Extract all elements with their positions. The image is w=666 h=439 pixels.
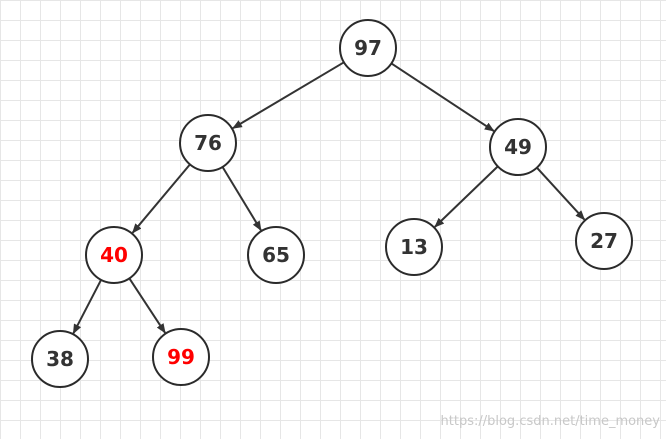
node-label: 13 bbox=[400, 235, 428, 259]
edge-arrow-97-to-76 bbox=[232, 61, 345, 130]
node-label: 40 bbox=[100, 243, 128, 267]
node-label: 27 bbox=[590, 229, 618, 253]
tree-node-97: 97 bbox=[339, 19, 397, 77]
node-label: 76 bbox=[194, 131, 222, 155]
tree-node-99: 99 bbox=[152, 328, 210, 386]
edges-layer bbox=[72, 61, 586, 335]
node-circle bbox=[489, 118, 547, 176]
node-label: 38 bbox=[46, 347, 74, 371]
node-circle bbox=[247, 226, 305, 284]
watermark-text: https://blog.csdn.net/time_money bbox=[440, 414, 660, 429]
tree-node-49: 49 bbox=[489, 118, 547, 176]
tree-node-38: 38 bbox=[31, 330, 89, 388]
tree-node-40: 40 bbox=[85, 226, 143, 284]
edge-arrow-40-to-99 bbox=[128, 277, 166, 334]
tree-node-27: 27 bbox=[575, 212, 633, 270]
node-label: 99 bbox=[167, 345, 195, 369]
node-circle bbox=[85, 226, 143, 284]
node-label: 97 bbox=[354, 36, 382, 60]
nodes-layer: 97 76 49 40 65 13 27 38 99 bbox=[31, 19, 633, 388]
tree-node-13: 13 bbox=[385, 218, 443, 276]
node-circle bbox=[179, 114, 237, 172]
edge-arrow-49-to-27 bbox=[536, 167, 586, 221]
edge-arrow-76-to-65 bbox=[221, 166, 262, 232]
node-circle bbox=[385, 218, 443, 276]
node-circle bbox=[152, 328, 210, 386]
edge-arrow-40-to-38 bbox=[72, 279, 102, 335]
node-circle bbox=[31, 330, 89, 388]
tree-node-76: 76 bbox=[179, 114, 237, 172]
node-label: 49 bbox=[504, 135, 532, 159]
node-circle bbox=[339, 19, 397, 77]
edge-arrow-97-to-49 bbox=[390, 62, 495, 132]
edge-arrow-76-to-40 bbox=[131, 163, 191, 234]
node-label: 65 bbox=[262, 243, 290, 267]
tree-node-65: 65 bbox=[247, 226, 305, 284]
edge-arrow-49-to-13 bbox=[434, 165, 499, 228]
node-circle bbox=[575, 212, 633, 270]
